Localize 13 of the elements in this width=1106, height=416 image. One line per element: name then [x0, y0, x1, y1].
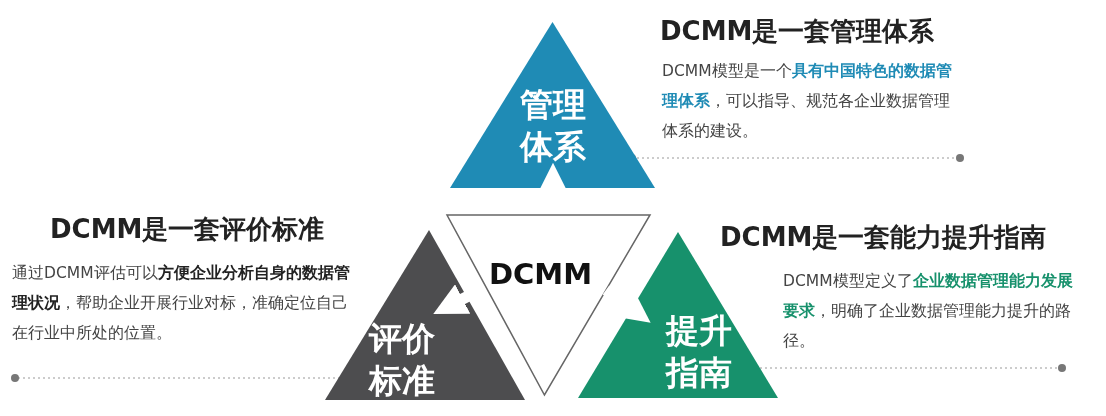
triangle	[450, 22, 655, 188]
arrow	[602, 285, 651, 323]
section-heading: DCMM是一套能力提升指南	[720, 221, 1048, 254]
triangle-label: 提升指南	[664, 310, 733, 394]
triangle-label: 管理体系	[518, 84, 587, 168]
section-heading: DCMM是一套评价标准	[50, 213, 326, 246]
description-text: 通过DCMM评估可以方便企业分析自身的数据管理状况，帮助企业开展行业对标，准确定位自己在行业中所处的位置。	[12, 263, 351, 344]
description-text: DCMM模型定义了企业数据管理能力发展要求，明确了企业数据管理能力提升的路径。	[783, 271, 1074, 352]
center-label: DCMM	[487, 257, 594, 291]
description-text: DCMM模型是一个具有中国特色的数据管理体系，可以指导、规范各企业数据管理体系的建设。	[662, 61, 953, 142]
triangle-label: 评价标准	[367, 318, 436, 402]
inverted-triangle	[447, 215, 650, 395]
section-heading: DCMM是一套管理体系	[660, 15, 936, 48]
